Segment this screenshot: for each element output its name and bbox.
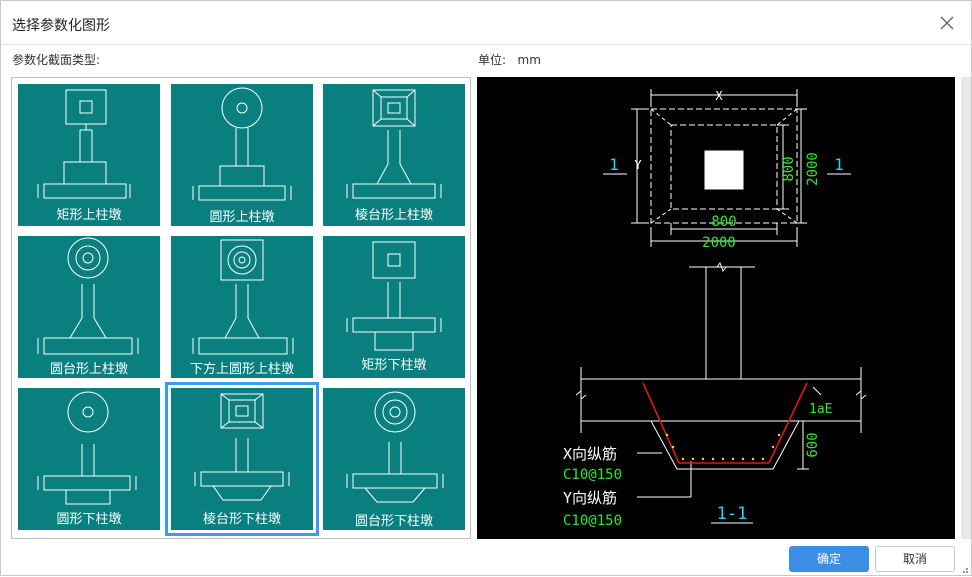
unit-label: 单位: mm <box>478 53 541 67</box>
section-view <box>575 261 867 524</box>
shape-label: 圆台形下柱墩 <box>354 514 433 529</box>
shape-tile-frustum-lower-pier[interactable]: 棱台形下柱墩 <box>165 382 319 536</box>
close-icon[interactable] <box>937 13 957 33</box>
rebar-dots <box>665 433 781 461</box>
depth-label: 600 <box>805 432 821 457</box>
shape-label: 圆形上柱墩 <box>209 210 275 225</box>
rebar-line <box>642 382 808 464</box>
section-mark-right: 1 <box>834 155 844 174</box>
preview-canvas: X Y 800 2000 800 2000 1 1 <box>477 77 955 539</box>
shape-tile-circle-upper-pier[interactable]: 圆形上柱墩 <box>171 84 313 226</box>
shape-label: 棱台形上柱墩 <box>354 208 433 223</box>
shape-tile-square-base-round-top-pier[interactable]: 下方上圆形上柱墩 <box>171 236 313 378</box>
shape-label: 圆形下柱墩 <box>56 512 122 527</box>
y-rebar-value: C10@150 <box>563 513 622 529</box>
shape-tile-circle-lower-pier[interactable]: 圆形下柱墩 <box>18 388 160 530</box>
resize-grip-icon[interactable] <box>959 563 969 573</box>
shape-tile-rect-upper-pier[interactable]: 矩形上柱墩 <box>18 84 160 226</box>
shape-tile-cone-lower-pier[interactable]: 圆台形下柱墩 <box>323 388 465 530</box>
dim-x: X <box>715 89 723 103</box>
dialog-title: 选择参数化图形 <box>12 18 110 34</box>
y-rebar-label: Y向纵筋 <box>563 489 617 507</box>
shape-tile-frustum-upper-pier[interactable]: 棱台形上柱墩 <box>323 84 465 226</box>
dim-inner-height: 800 <box>781 156 797 181</box>
title-bar: 选择参数化图形 <box>1 1 971 45</box>
section-type-label: 参数化截面类型: <box>12 53 101 67</box>
dim-outer-width: 2000 <box>702 235 736 251</box>
ok-button[interactable]: 确定 <box>789 546 869 572</box>
shape-tile-rect-lower-pier[interactable]: 矩形下柱墩 <box>323 236 465 378</box>
dim-outer-height: 2000 <box>805 152 821 186</box>
dim-inner-width: 800 <box>711 214 736 230</box>
shape-label: 矩形上柱墩 <box>56 208 122 223</box>
shape-label: 下方上圆形上柱墩 <box>189 362 294 377</box>
shape-label: 棱台形下柱墩 <box>202 512 281 527</box>
cancel-button[interactable]: 取消 <box>875 546 955 572</box>
shape-tile-cone-upper-pier[interactable]: 圆台形上柱墩 <box>18 236 160 378</box>
side-strip <box>961 77 971 539</box>
plan-view <box>631 89 807 247</box>
shape-label: 圆台形上柱墩 <box>49 362 128 377</box>
unit-value: mm <box>517 53 541 67</box>
x-rebar-label: X向纵筋 <box>563 445 617 463</box>
dim-y: Y <box>634 158 642 172</box>
anchor-label: 1aE <box>809 402 832 417</box>
shape-grid: 矩形上柱墩 圆形上柱墩 棱台形上柱墩 <box>11 77 471 539</box>
shape-label: 矩形下柱墩 <box>361 358 427 373</box>
section-mark-left: 1 <box>609 155 619 174</box>
section-title: 1-1 <box>717 504 748 524</box>
x-rebar-value: C10@150 <box>563 467 622 483</box>
